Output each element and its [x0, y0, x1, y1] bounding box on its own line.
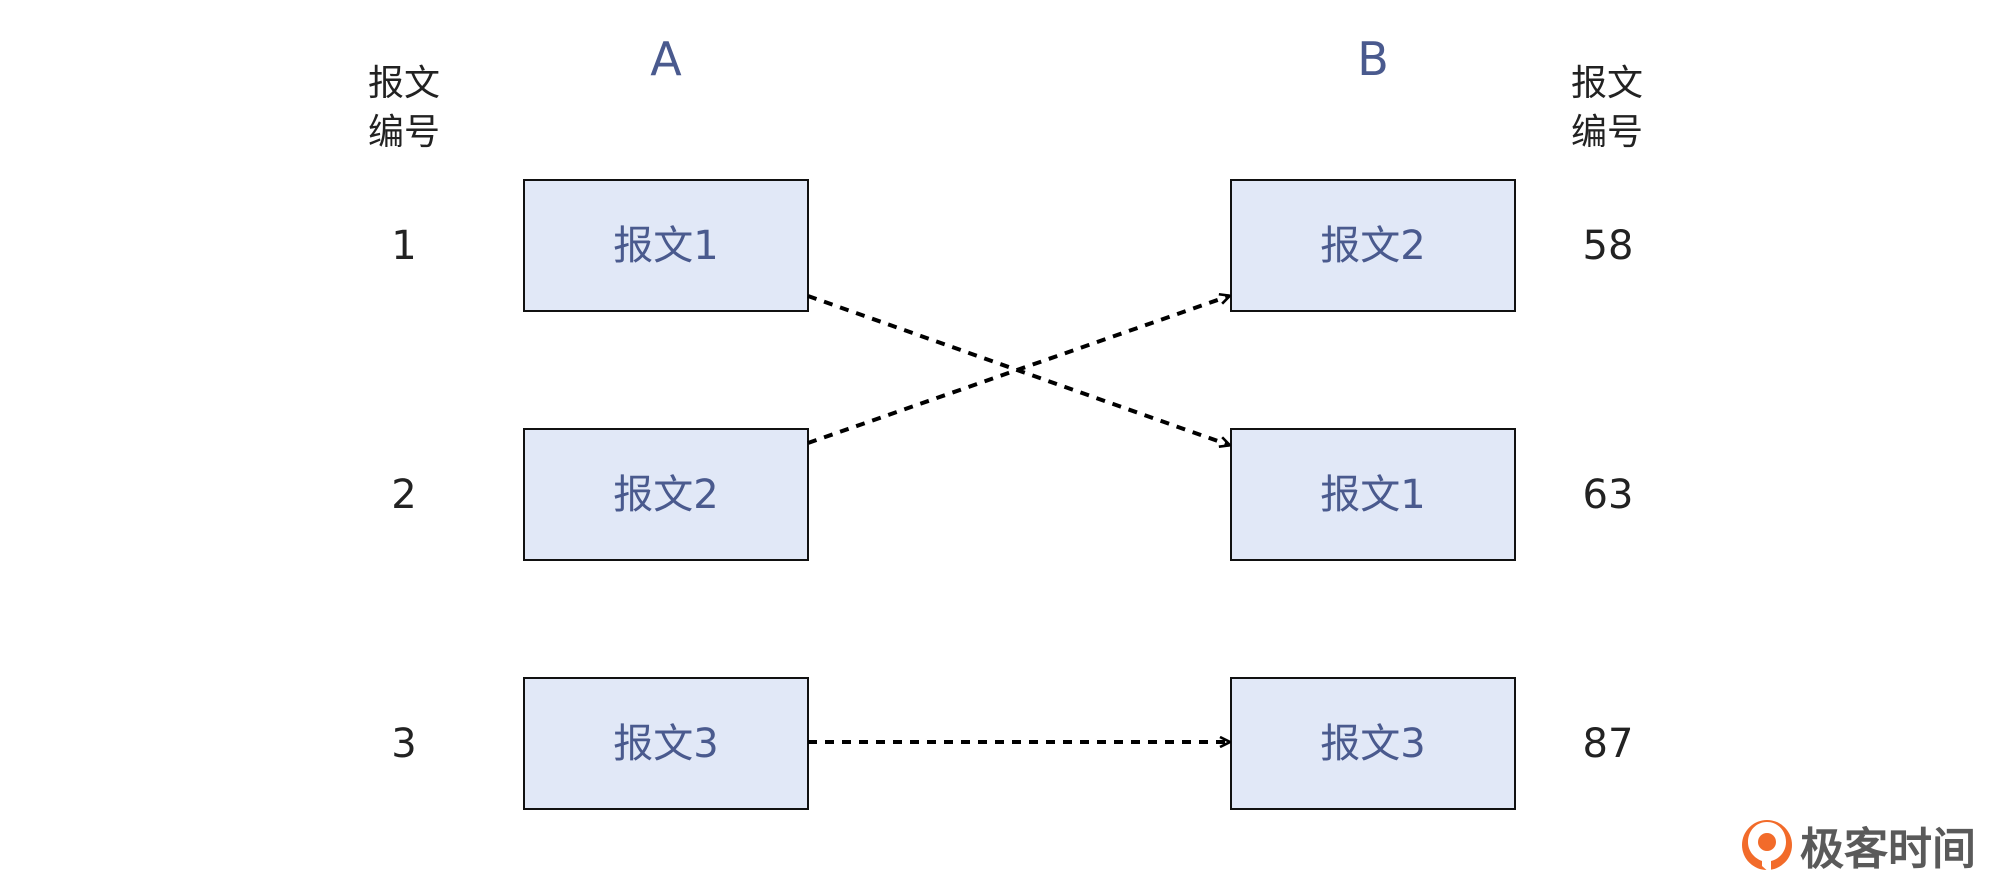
- sender-packet-box: [523, 179, 809, 312]
- sender-number-header-line1: 报文: [368, 63, 440, 104]
- receiver-packet-label: 报文2: [1320, 223, 1425, 269]
- receiver-packet-box: [1230, 428, 1516, 561]
- geektime-logo-icon: [1742, 820, 1792, 874]
- sender-packet-label: 报文2: [613, 472, 718, 518]
- receiver-packet-box: [1230, 677, 1516, 810]
- receiver-number-header-line1: 报文: [1571, 63, 1643, 104]
- receiver-column-title: B: [1357, 32, 1389, 86]
- sender-packet-number: 2: [391, 472, 416, 518]
- sender-packet-label: 报文3: [613, 721, 718, 767]
- arrow-packet2-to-receiver-slot1: [807, 296, 1229, 445]
- sender-packet-box: [523, 428, 809, 561]
- receiver-number-header-line2: 编号: [1571, 112, 1643, 153]
- sender-packet-number: 3: [391, 721, 416, 767]
- receiver-packet-box: [1230, 179, 1516, 312]
- sender-column-title: A: [650, 32, 682, 86]
- receiver-packet-number: 58: [1583, 223, 1634, 269]
- sender-packet-box: [523, 677, 809, 810]
- sender-packet-number: 1: [391, 223, 416, 269]
- receiver-packet-number: 87: [1583, 721, 1634, 767]
- sender-number-header-line2: 编号: [368, 112, 440, 153]
- receiver-packet-number: 63: [1583, 472, 1634, 518]
- receiver-packet-label: 报文3: [1320, 721, 1425, 767]
- brand-name: 极客时间: [1800, 824, 1976, 875]
- receiver-packet-label: 报文1: [1320, 472, 1425, 518]
- sender-packet-label: 报文1: [613, 223, 718, 269]
